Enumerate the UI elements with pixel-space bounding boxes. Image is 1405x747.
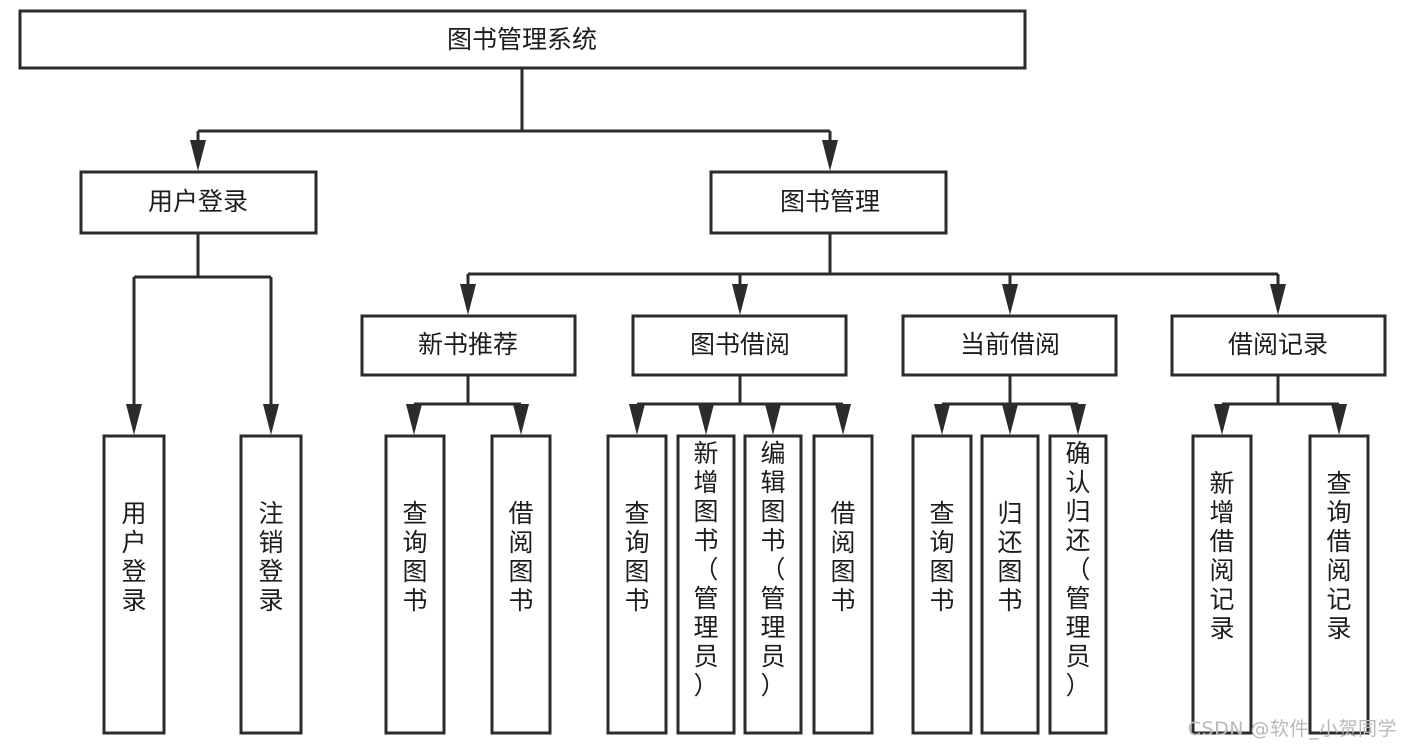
node-book-borrow[interactable]: 图书借阅 xyxy=(631,314,848,377)
node-leaf-add-record-label: 新增借阅记录 xyxy=(1209,469,1234,643)
node-root-box[interactable] xyxy=(18,9,1027,70)
node-leaf-query-book-1-label: 查询图书 xyxy=(402,499,427,615)
arrow-to-new-book-rec xyxy=(460,284,476,315)
node-borrow-record[interactable]: 借阅记录 xyxy=(1170,314,1387,377)
arrow-leaf-return-book xyxy=(1002,404,1018,435)
node-leaf-edit-book-box[interactable] xyxy=(743,434,803,735)
node-leaf-return-book-box[interactable] xyxy=(980,434,1040,735)
node-leaf-logout-login-box[interactable] xyxy=(239,434,303,735)
arrow-to-user-login xyxy=(190,140,206,171)
arrow-to-borrow-record xyxy=(1270,284,1286,315)
node-leaf-logout-login-label: 注销登录 xyxy=(258,499,283,615)
arrow-to-book-manage xyxy=(822,140,838,171)
node-leaf-query-book-3-label: 查询图书 xyxy=(929,499,954,615)
node-root[interactable]: 图书管理系统 xyxy=(18,9,1027,70)
node-new-book-rec-box[interactable] xyxy=(360,314,577,377)
node-leaf-add-record[interactable]: 新增借阅记录 xyxy=(1191,434,1253,735)
arrow-leaf-logout-login xyxy=(263,404,279,435)
node-leaf-query-book-2-box[interactable] xyxy=(606,434,668,735)
node-current-borrow-box[interactable] xyxy=(901,314,1118,377)
node-leaf-borrow-book-1-label: 借阅图书 xyxy=(508,499,533,615)
arrow-leaf-confirm-return xyxy=(1070,404,1086,435)
node-leaf-borrow-book-1-box[interactable] xyxy=(490,434,552,735)
node-leaf-query-book-2[interactable]: 查询图书 xyxy=(606,434,668,735)
node-root-label: 图书管理系统 xyxy=(447,25,597,54)
node-leaf-query-book-3[interactable]: 查询图书 xyxy=(911,434,973,735)
csdn-watermark: CSDN @软件_小贺同学 xyxy=(1187,718,1397,740)
node-leaf-add-book[interactable]: 新增图书（管理员） xyxy=(676,434,736,735)
node-leaf-add-record-box[interactable] xyxy=(1191,434,1253,735)
node-leaf-query-book-2-label: 查询图书 xyxy=(624,499,649,615)
node-user-login-box[interactable] xyxy=(79,170,318,235)
arrow-to-book-borrow xyxy=(732,284,748,315)
node-current-borrow-label: 当前借阅 xyxy=(960,330,1060,359)
node-leaf-query-record[interactable]: 查询借阅记录 xyxy=(1308,434,1370,735)
node-leaf-query-book-1[interactable]: 查询图书 xyxy=(384,434,446,735)
node-leaf-confirm-return-box[interactable] xyxy=(1048,434,1108,735)
node-user-login-label: 用户登录 xyxy=(148,187,248,216)
node-book-manage[interactable]: 图书管理 xyxy=(709,170,948,235)
node-leaf-user-login-label: 用户登录 xyxy=(121,499,146,615)
node-leaf-confirm-return[interactable]: 确认归还（管理员） xyxy=(1048,434,1108,735)
node-book-manage-label: 图书管理 xyxy=(780,187,880,216)
arrow-leaf-query-book-3 xyxy=(934,404,950,435)
arrow-leaf-user-login xyxy=(126,404,142,435)
node-leaf-user-login[interactable]: 用户登录 xyxy=(102,434,166,735)
node-user-login[interactable]: 用户登录 xyxy=(79,170,318,235)
node-leaf-borrow-book-1[interactable]: 借阅图书 xyxy=(490,434,552,735)
node-leaf-query-book-3-box[interactable] xyxy=(911,434,973,735)
node-current-borrow[interactable]: 当前借阅 xyxy=(901,314,1118,377)
node-new-book-rec[interactable]: 新书推荐 xyxy=(360,314,577,377)
node-leaf-return-book[interactable]: 归还图书 xyxy=(980,434,1040,735)
node-leaf-edit-book-label: 编辑图书（管理员） xyxy=(760,439,785,700)
node-leaf-query-book-1-box[interactable] xyxy=(384,434,446,735)
node-leaf-add-book-box[interactable] xyxy=(676,434,736,735)
node-leaf-return-book-label: 归还图书 xyxy=(997,499,1022,615)
node-book-manage-box[interactable] xyxy=(709,170,948,235)
node-leaf-query-record-box[interactable] xyxy=(1308,434,1370,735)
node-leaf-confirm-return-label: 确认归还（管理员） xyxy=(1065,439,1090,700)
node-book-borrow-box[interactable] xyxy=(631,314,848,377)
node-leaf-borrow-book-2-label: 借阅图书 xyxy=(830,499,855,615)
node-book-borrow-label: 图书借阅 xyxy=(690,330,790,359)
arrow-leaf-add-record xyxy=(1214,404,1230,435)
node-leaf-logout-login[interactable]: 注销登录 xyxy=(239,434,303,735)
node-leaf-user-login-box[interactable] xyxy=(102,434,166,735)
arrow-leaf-edit-book xyxy=(765,404,781,435)
arrow-leaf-borrow-book-2 xyxy=(835,404,851,435)
node-leaf-add-book-label: 新增图书（管理员） xyxy=(693,439,718,700)
arrow-leaf-borrow-book-1 xyxy=(513,404,529,435)
node-leaf-edit-book[interactable]: 编辑图书（管理员） xyxy=(743,434,803,735)
node-leaf-query-record-label: 查询借阅记录 xyxy=(1326,469,1351,643)
arrow-leaf-query-book-1 xyxy=(406,404,422,435)
arrow-leaf-query-book-2 xyxy=(629,404,645,435)
edges-layer xyxy=(126,68,1347,435)
node-borrow-record-box[interactable] xyxy=(1170,314,1387,377)
arrow-leaf-query-record xyxy=(1331,404,1347,435)
arrow-to-current-borrow xyxy=(1002,284,1018,315)
node-new-book-rec-label: 新书推荐 xyxy=(418,330,518,359)
arrow-leaf-add-book xyxy=(698,404,714,435)
node-leaf-borrow-book-2[interactable]: 借阅图书 xyxy=(812,434,874,735)
node-leaf-borrow-book-2-box[interactable] xyxy=(812,434,874,735)
node-borrow-record-label: 借阅记录 xyxy=(1228,330,1328,359)
